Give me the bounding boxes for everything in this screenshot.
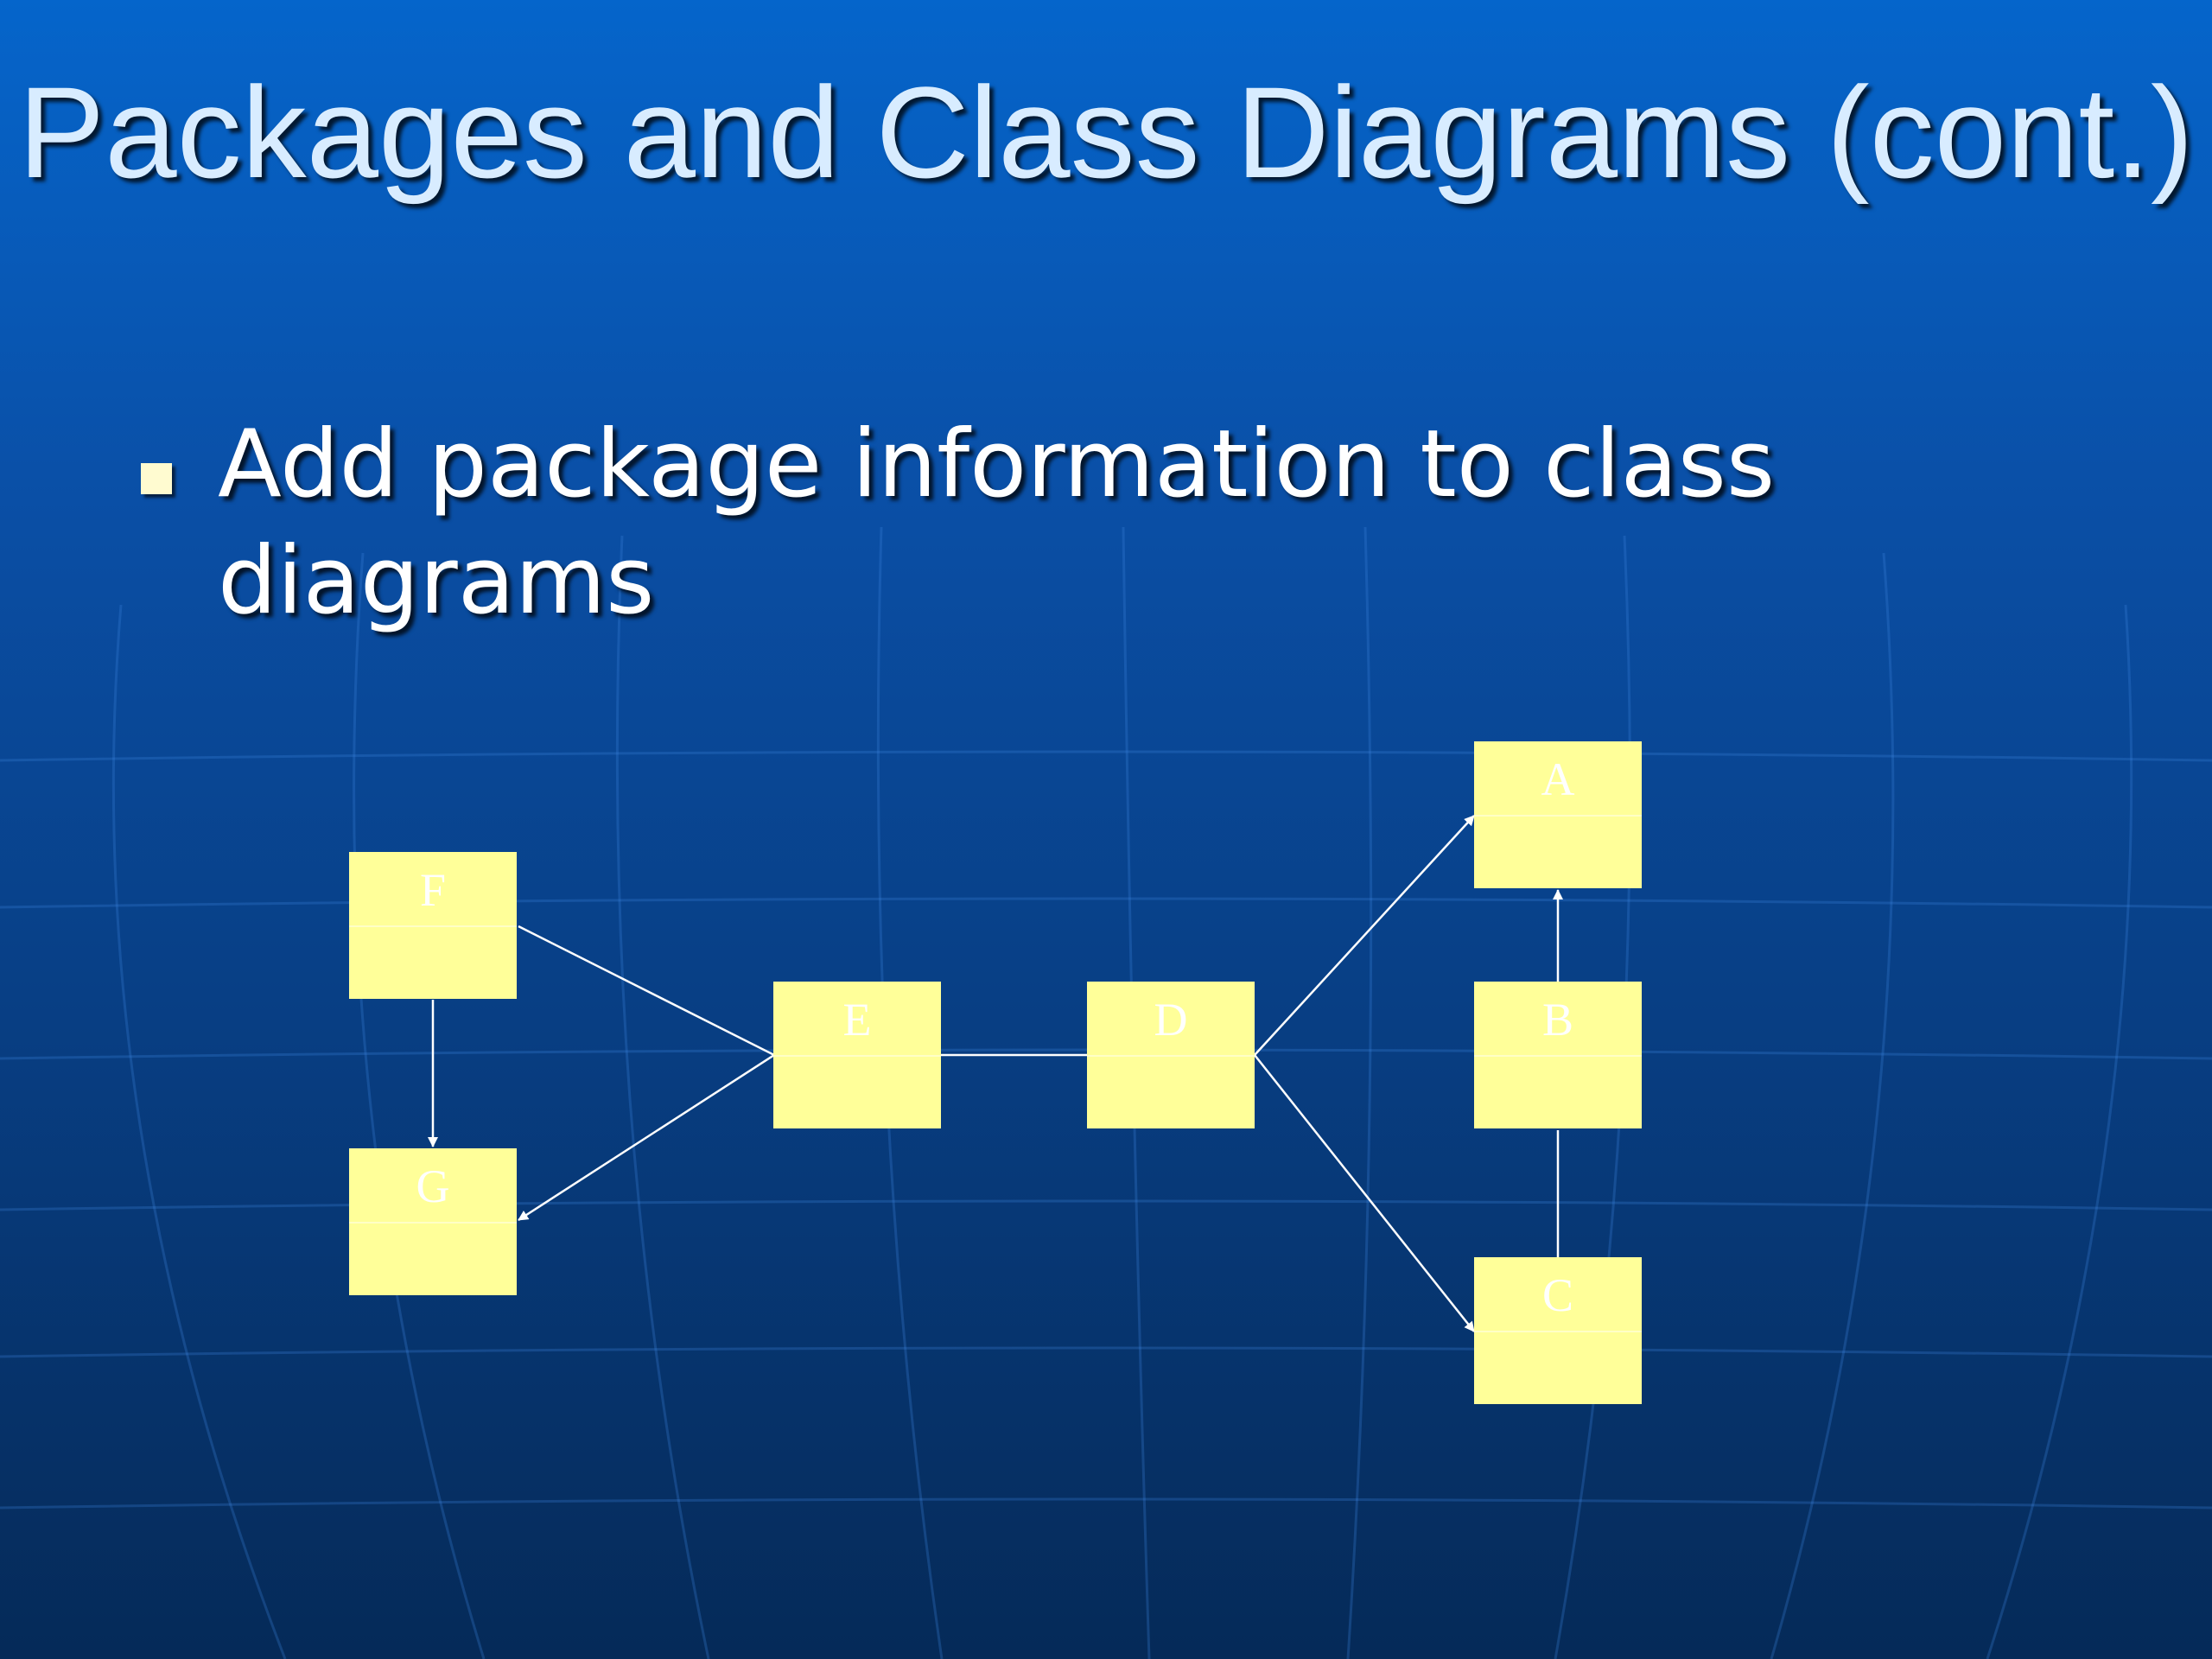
class-name: G xyxy=(416,1160,450,1212)
edge-e-g xyxy=(518,1053,775,1222)
class-box-body xyxy=(1474,741,1642,888)
class-box-a: A xyxy=(1474,741,1642,888)
edge-f-e xyxy=(518,925,775,1057)
class-box-body xyxy=(773,982,941,1128)
class-name: D xyxy=(1154,994,1188,1046)
edge-d-c xyxy=(1254,1054,1475,1332)
class-box-e: E xyxy=(773,982,941,1128)
slide-title: Packages and Class Diagrams (cont.) xyxy=(18,60,2194,205)
class-box-body xyxy=(1087,982,1255,1128)
class-box-f: F xyxy=(349,852,517,999)
class-box-body xyxy=(1474,1257,1642,1404)
class-name: F xyxy=(420,864,446,916)
class-name: B xyxy=(1542,994,1573,1046)
class-box-body xyxy=(349,852,517,999)
edge-d-a xyxy=(1254,815,1475,1056)
class-box-g: G xyxy=(349,1148,517,1295)
class-name: A xyxy=(1541,753,1575,805)
bullet-marker xyxy=(141,463,172,494)
class-name: E xyxy=(843,994,872,1046)
bullet-text: Add package information to class diagram… xyxy=(218,410,1776,635)
class-box-body xyxy=(349,1148,517,1295)
class-box-d: D xyxy=(1087,982,1255,1128)
class-box-b: B xyxy=(1474,982,1642,1128)
class-name: C xyxy=(1542,1269,1573,1321)
class-box-body xyxy=(1474,982,1642,1128)
class-box-c: C xyxy=(1474,1257,1642,1404)
